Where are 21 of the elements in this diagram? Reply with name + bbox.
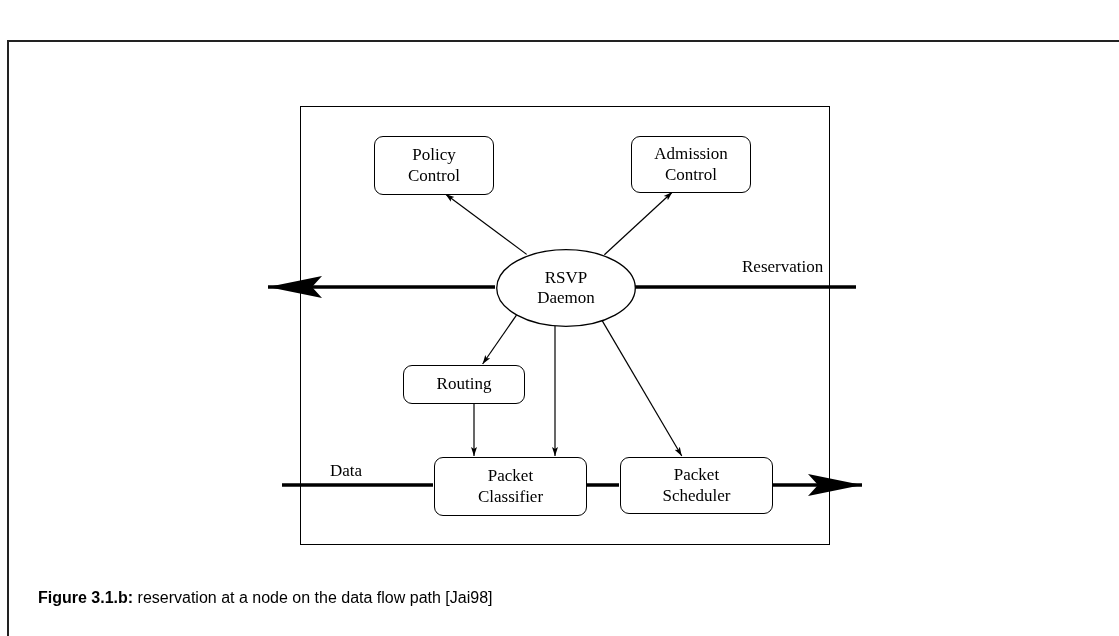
arrow xyxy=(603,191,673,256)
process-ellipse: RSVP Daemon xyxy=(496,249,636,327)
arrow xyxy=(482,314,518,365)
line-label: Reservation xyxy=(742,257,824,277)
arrow xyxy=(601,319,683,457)
figure-caption: Figure 3.1.b: reservation at a node on the data flow path [Jai98] xyxy=(38,589,493,607)
arrow xyxy=(552,325,558,457)
line-label: Data xyxy=(330,461,363,481)
connector-line xyxy=(635,285,856,289)
arrow xyxy=(444,193,528,255)
process-box: Packet Classifier xyxy=(434,457,587,516)
arrow xyxy=(471,402,477,457)
process-box: Admission Control xyxy=(631,136,751,193)
arrow xyxy=(268,276,495,298)
frame-box xyxy=(300,106,830,545)
arrow xyxy=(772,474,862,496)
process-box: Policy Control xyxy=(374,136,494,195)
connector-line xyxy=(586,483,619,487)
process-box: Packet Scheduler xyxy=(620,457,773,514)
connector-line xyxy=(282,483,433,487)
process-box: Routing xyxy=(403,365,525,404)
